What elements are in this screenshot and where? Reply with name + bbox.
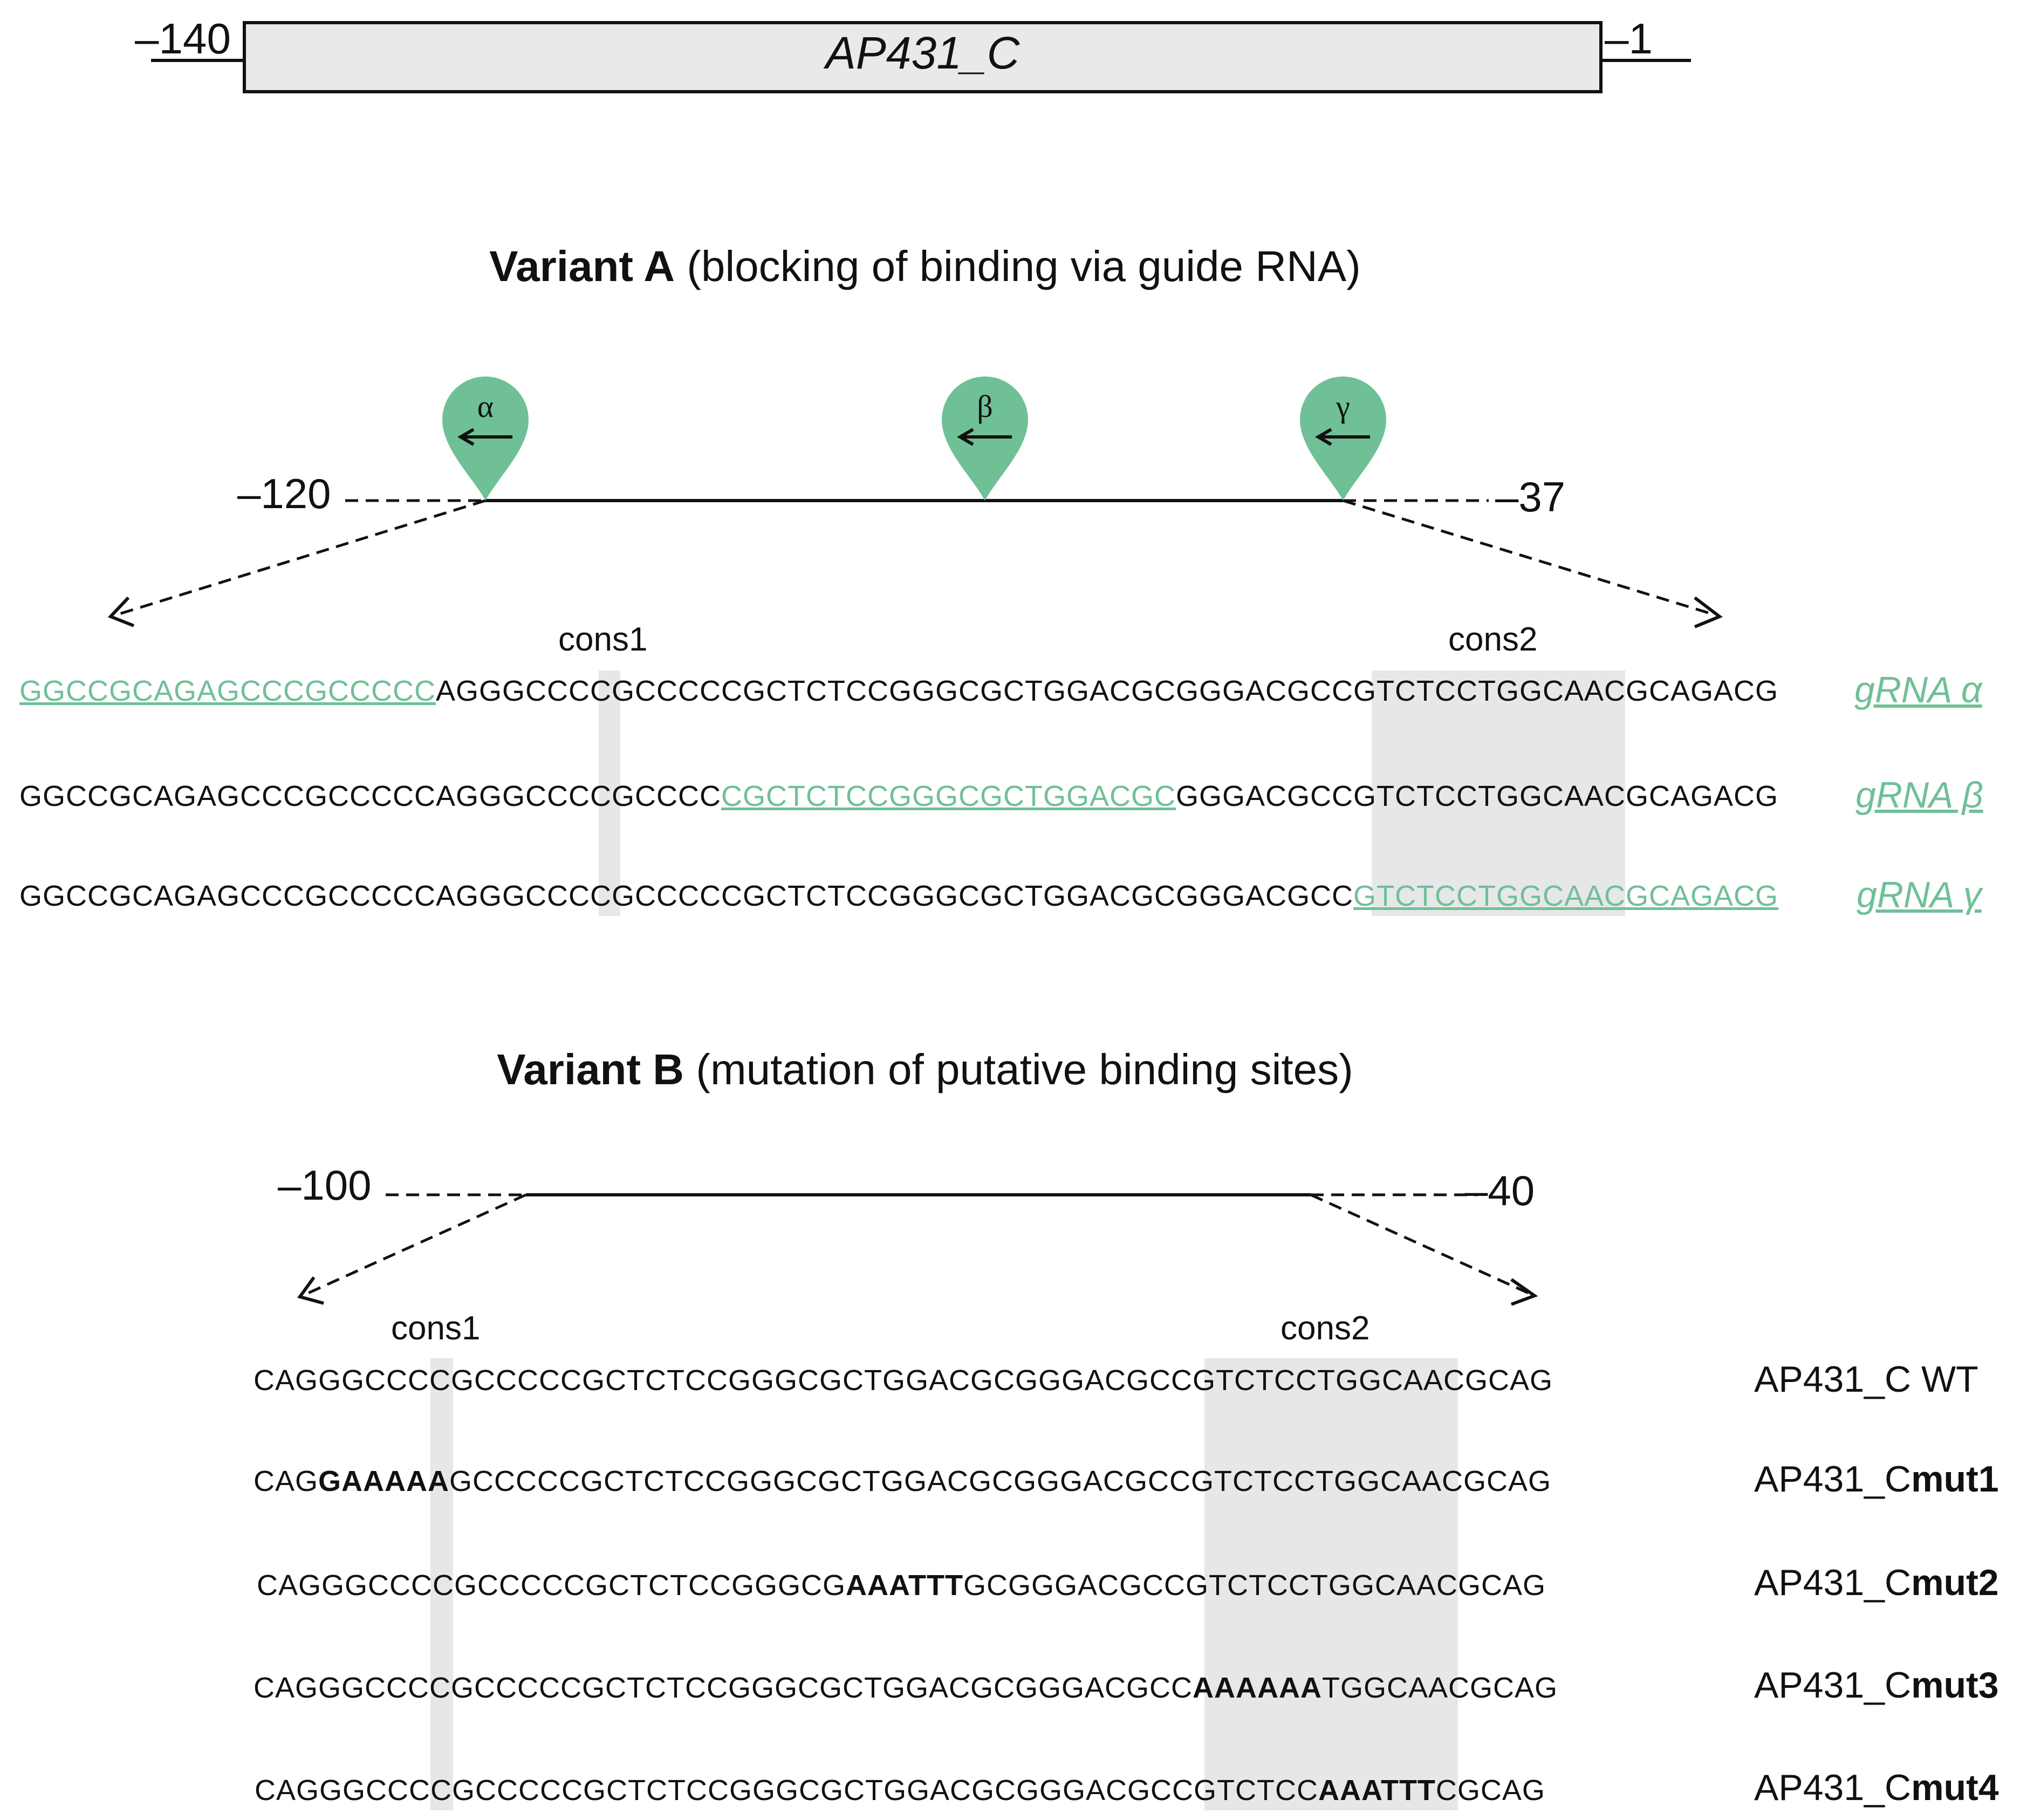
variant-b-title-rest: (mutation of putative binding sites) bbox=[696, 1045, 1353, 1093]
construct-label-plain: AP431_C bbox=[1754, 1767, 1912, 1808]
seq-segment: GGCCGCAGAGCCCGCCCCCAGGGCCCCGCCCC bbox=[19, 780, 722, 812]
variant-a-schematic bbox=[107, 377, 1723, 628]
variant-a-seq-row-gamma: GGCCGCAGAGCCCGCCCCCAGGGCCCCGCCCCCGCTCTCC… bbox=[19, 879, 1778, 913]
construct-label-plain: AP431_C bbox=[1754, 1459, 1912, 1500]
variant-b-arrowhead-left bbox=[297, 1276, 324, 1305]
seq-segment: AGGGCCCCGCCCCCGCTCTCCGGGCGCTGGACGCGGGACG… bbox=[436, 675, 1779, 707]
seq-segment-guide: CGCTCTCCGGGCGCTGGACGC bbox=[721, 780, 1176, 812]
variant-a-title-bold: Variant A bbox=[489, 242, 675, 290]
variant-a-right-position: –37 bbox=[1495, 473, 1566, 521]
variant-a-seq-row-alpha: GGCCGCAGAGCCCGCCCCCAGGGCCCCGCCCCCGCTCTCC… bbox=[19, 674, 1778, 708]
seq-segment: CAGGGCCCCGCCCCCGCTCTCCGGGCGCTGGACGCGGGAC… bbox=[254, 1672, 1193, 1704]
marker-gamma-label: γ bbox=[1336, 389, 1350, 424]
gene-bar-graphic bbox=[151, 21, 1691, 93]
variant-b-cons2-highlight bbox=[1204, 1358, 1458, 1810]
construct-label-bold: mut1 bbox=[1911, 1459, 1999, 1500]
variant-a-arrowhead-right bbox=[1694, 596, 1723, 628]
construct-label-bold: mut3 bbox=[1911, 1665, 1999, 1706]
seq-segment: GGGACGCCGTCTCCTGGCAACGCAGACG bbox=[1176, 780, 1779, 812]
variant-b-seq-row-mut4: CAGGGCCCCGCCCCCGCTCTCCGGGCGCTGGACGCGGGAC… bbox=[255, 1774, 1545, 1807]
variant-b-title-bold: Variant B bbox=[497, 1045, 684, 1093]
variant-b-cons1-highlight bbox=[430, 1358, 453, 1810]
construct-label-wt: AP431_C WT bbox=[1754, 1358, 1978, 1400]
variant-a-expand-right bbox=[1343, 499, 1716, 617]
variant-b-cons1-label: cons1 bbox=[391, 1310, 481, 1347]
gene-right-position: –1 bbox=[1605, 15, 1653, 63]
variant-a-cons2-label: cons2 bbox=[1448, 621, 1538, 658]
marker-beta-arrowhead bbox=[957, 428, 974, 446]
variant-b-schematic bbox=[297, 1193, 1538, 1306]
seq-segment-guide: GTCTCCTGGCAACGCAGACG bbox=[1353, 880, 1779, 912]
gene-box bbox=[243, 21, 1603, 93]
seq-segment-mutation: GAAAAA bbox=[318, 1465, 450, 1497]
grna-beta-label: gRNA β bbox=[1855, 775, 1983, 816]
grna-gamma-label: gRNA γ bbox=[1857, 874, 1982, 915]
variant-a-left-position: –120 bbox=[237, 470, 331, 517]
seq-segment: CAGGGCCCCGCCCCCGCTCTCCGGGCGCTGGACGCGGGAC… bbox=[255, 1774, 1318, 1807]
variant-b-arrowhead-right bbox=[1510, 1278, 1538, 1306]
construct-label-bold: mut4 bbox=[1911, 1767, 1999, 1808]
seq-segment: GCGGGACGCCGTCTCCTGGCAACGCAG bbox=[963, 1569, 1546, 1602]
seq-segment: CAGGGCCCCGCCCCCGCTCTCCGGGCG bbox=[257, 1569, 846, 1602]
variant-b-seq-row-mut2: CAGGGCCCCGCCCCCGCTCTCCGGGCGAAATTTGCGGGAC… bbox=[257, 1569, 1546, 1602]
variant-b-seq-row-wt: CAGGGCCCCGCCCCCGCTCTCCGGGCGCTGGACGCGGGAC… bbox=[254, 1364, 1553, 1397]
seq-segment-mutation: AAATTT bbox=[1318, 1774, 1436, 1807]
seq-segment: CGCAG bbox=[1435, 1774, 1545, 1807]
seq-segment: GCCCCCGCTCTCCGGGCGCTGGACGCGGGACGCCGTCTCC… bbox=[449, 1465, 1552, 1497]
seq-segment: CAGGGCCCCGCCCCCGCTCTCCGGGCGCTGGACGCGGGAC… bbox=[254, 1364, 1553, 1397]
marker-beta bbox=[942, 377, 1028, 501]
construct-label-bold: mut2 bbox=[1911, 1562, 1999, 1603]
construct-label-mut2: AP431_Cmut2 bbox=[1754, 1562, 1999, 1604]
variant-a-expand-left bbox=[115, 499, 486, 617]
variant-a-title-rest: (blocking of binding via guide RNA) bbox=[687, 242, 1361, 290]
construct-label-mut4: AP431_Cmut4 bbox=[1754, 1767, 1999, 1809]
seq-segment: GGCCGCAGAGCCCGCCCCCAGGGCCCCGCCCCCGCTCTCC… bbox=[19, 880, 1354, 912]
construct-label-mut3: AP431_Cmut3 bbox=[1754, 1664, 1999, 1706]
marker-alpha-label: α bbox=[477, 389, 494, 424]
seq-segment: CAG bbox=[254, 1465, 319, 1497]
gene-left-position: –140 bbox=[135, 15, 231, 63]
construct-label-mut1: AP431_Cmut1 bbox=[1754, 1458, 1999, 1500]
construct-label-plain: AP431_C bbox=[1754, 1562, 1912, 1603]
variant-a-seq-row-beta: GGCCGCAGAGCCCGCCCCCAGGGCCCCGCCCCCGCTCTCC… bbox=[19, 779, 1778, 813]
marker-gamma-arrowhead bbox=[1315, 428, 1332, 446]
variant-b-cons2-label: cons2 bbox=[1281, 1310, 1370, 1347]
variant-b-seq-row-mut1: CAGGAAAAAGCCCCCGCTCTCCGGGCGCTGGACGCGGGAC… bbox=[254, 1465, 1551, 1498]
marker-alpha bbox=[442, 377, 529, 501]
seq-segment: TGGCAACGCAG bbox=[1321, 1672, 1558, 1704]
marker-alpha-arrowhead bbox=[457, 428, 475, 446]
variant-b-right-position: –40 bbox=[1464, 1167, 1535, 1214]
construct-label-plain: AP431_C WT bbox=[1754, 1359, 1978, 1400]
grna-alpha-label: gRNA α bbox=[1854, 669, 1982, 710]
variant-b-left-position: –100 bbox=[278, 1161, 372, 1209]
marker-gamma bbox=[1300, 377, 1386, 501]
variant-a-arrowhead-left bbox=[107, 596, 135, 627]
gene-name: AP431_C bbox=[825, 28, 1020, 78]
seq-segment-mutation: AAAAAA bbox=[1193, 1672, 1322, 1704]
variant-a-title: Variant A (blocking of binding via guide… bbox=[0, 242, 1850, 291]
variant-b-seq-row-mut3: CAGGGCCCCGCCCCCGCTCTCCGGGCGCTGGACGCGGGAC… bbox=[254, 1671, 1558, 1705]
seq-segment-guide: GGCCGCAGAGCCCGCCCCC bbox=[19, 675, 436, 707]
variant-b-title: Variant B (mutation of putative binding … bbox=[0, 1045, 1850, 1094]
variant-a-cons1-highlight bbox=[599, 670, 620, 916]
variant-a-cons2-highlight bbox=[1372, 670, 1625, 916]
variant-a-cons1-label: cons1 bbox=[558, 621, 648, 658]
marker-beta-label: β bbox=[977, 389, 993, 424]
construct-label-plain: AP431_C bbox=[1754, 1665, 1912, 1706]
seq-segment-mutation: AAATTT bbox=[845, 1569, 963, 1602]
